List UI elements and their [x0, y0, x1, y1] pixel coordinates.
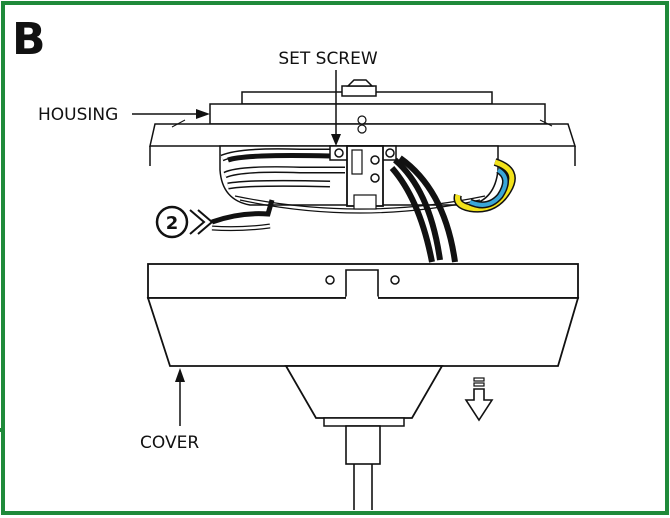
black-wires [389, 155, 458, 263]
step-number-circle [155, 205, 189, 239]
set-screw-label: SET SCREW [278, 49, 378, 69]
cover-label: COVER [140, 433, 199, 453]
panel-letter: B [12, 14, 46, 65]
set-screw-callout: SET SCREW [278, 49, 378, 146]
cover-body [146, 297, 580, 367]
ground-wires [453, 158, 516, 213]
terminal-block [329, 145, 397, 210]
step-number: 2 [166, 213, 179, 234]
housing-nut [341, 85, 377, 97]
housing-plate [209, 103, 546, 125]
housing-label: HOUSING [38, 105, 118, 125]
step-chevron-icon [189, 209, 206, 235]
housing-callout: HOUSING [38, 105, 210, 125]
cover-callout: COVER [140, 368, 199, 453]
step-2-indicator: 2 [155, 199, 275, 239]
cover [146, 263, 580, 510]
cover-cone [284, 365, 444, 419]
set-screw [334, 148, 344, 158]
downrod-collar [323, 417, 405, 427]
downrod-coupler [345, 425, 381, 465]
down-arrow-icon [464, 377, 494, 422]
